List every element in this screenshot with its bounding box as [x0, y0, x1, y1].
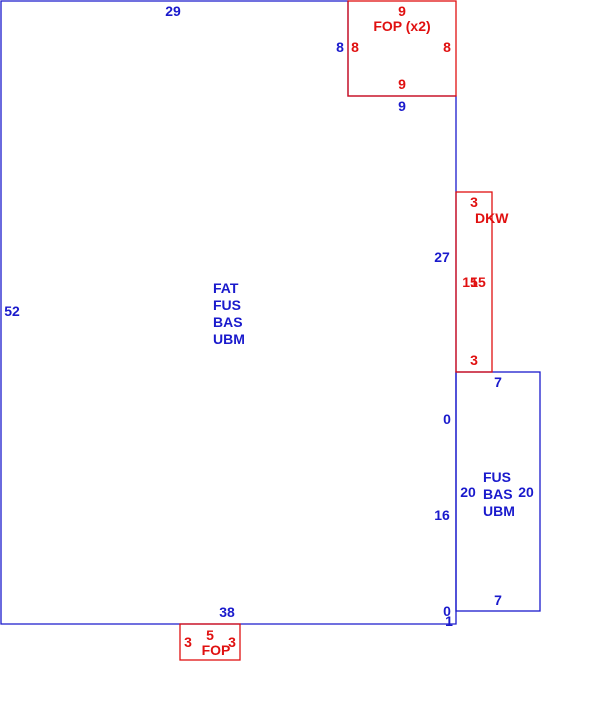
fop-bottom-name: FOP [202, 642, 231, 658]
fop-top-outline [347, 0, 457, 97]
dkw-dim-left: 15 [462, 274, 478, 290]
dkw-dim-bottom: 3 [470, 352, 478, 368]
side-room-dim-bottom: 7 [494, 592, 502, 608]
main-area-code-1: FAT [213, 280, 239, 296]
notch-dim-bottom: 9 [398, 98, 406, 114]
fop-top-name: FOP (x2) [373, 18, 430, 34]
main-dim-right-lower: 16 [434, 507, 450, 523]
dkw-outline [455, 191, 493, 373]
side-room-dim-right: 20 [518, 484, 534, 500]
side-room-code-3: UBM [483, 503, 515, 519]
fop-bottom-dim-top: 5 [206, 627, 214, 643]
main-area-code-3: BAS [213, 314, 243, 330]
main-dim-top: 29 [165, 3, 181, 19]
main-area-code-2: FUS [213, 297, 241, 313]
side-room-dim-top: 7 [494, 374, 502, 390]
dkw-name: DKW [475, 210, 509, 226]
side-room-code-1: FUS [483, 469, 511, 485]
main-dim-right-mid: 0 [443, 411, 451, 427]
main-dim-bottom: 38 [219, 604, 235, 620]
main-dim-left: 52 [4, 303, 20, 319]
main-dim-right-upper: 27 [434, 249, 450, 265]
main-dim-corner-a: 0 [443, 603, 451, 619]
fop-bottom-dim-right: 3 [228, 634, 236, 650]
side-room-outline [455, 371, 541, 612]
fop-top-dim-left: 8 [351, 39, 359, 55]
side-room-code-2: BAS [483, 486, 513, 502]
notch-dim-left: 8 [336, 39, 344, 55]
main-dim-corner-b: 1 [445, 613, 453, 629]
dkw-dim-right: 15 [470, 274, 486, 290]
fop-top-dim-right: 8 [443, 39, 451, 55]
fop-top-dim-top: 9 [398, 3, 406, 19]
fop-top-dim-bottom: 9 [398, 76, 406, 92]
side-room-dim-left: 20 [460, 484, 476, 500]
fop-bottom-outline [179, 623, 241, 661]
fop-bottom-dim-left: 3 [184, 634, 192, 650]
dkw-dim-top: 3 [470, 194, 478, 210]
main-area-code-4: UBM [213, 331, 245, 347]
